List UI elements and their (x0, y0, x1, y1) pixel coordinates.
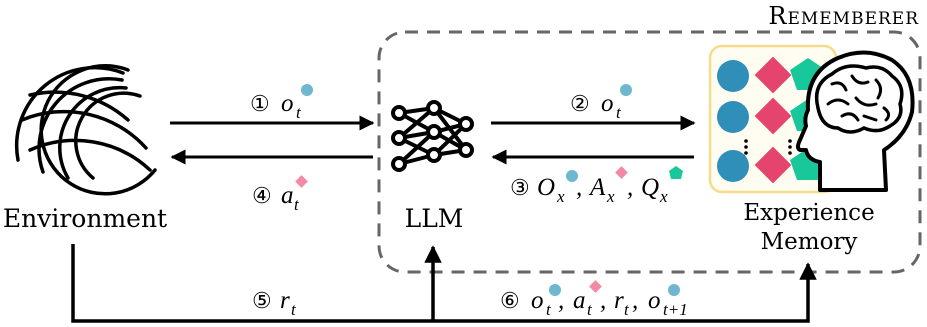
separator: , (627, 174, 633, 201)
separator: , (558, 287, 564, 314)
label-subscript: x (659, 187, 668, 206)
label-subscript: t (294, 195, 300, 214)
label-subscript: x (606, 187, 615, 206)
label-subscript: t (616, 103, 622, 122)
label-subscript: t (624, 300, 630, 319)
memory-label-line1: Experience (743, 200, 874, 226)
feedback-path (71, 244, 817, 323)
edge-label-4: ④ a t (252, 175, 308, 214)
label-symbol: O (537, 174, 555, 201)
edge-label-6: ⑥ o t , a t , r t , o t+1 (500, 280, 688, 319)
action-marker (754, 146, 792, 184)
label-subscript: x (556, 187, 565, 206)
separator: , (600, 287, 606, 314)
label-subscript: t (291, 300, 297, 319)
edge-label-5: ⑤ r t (252, 287, 297, 319)
observation-marker (717, 60, 749, 92)
label-symbol: o (531, 287, 544, 314)
step-number: ③ (510, 176, 530, 201)
step-number: ⑤ (252, 289, 272, 314)
step-number: ② (570, 92, 590, 117)
separator: , (576, 174, 582, 201)
action-dot (615, 166, 628, 179)
globe-icon (14, 64, 157, 196)
label-subscript: t (587, 300, 593, 319)
label-symbol: Q (641, 174, 659, 201)
label-subscript: t+1 (663, 300, 688, 319)
brain-head-icon (796, 50, 915, 192)
q-value-dot (669, 166, 683, 179)
label-symbol: r (614, 287, 624, 314)
environment-label: Environment (3, 204, 167, 233)
neural-network-icon (391, 100, 474, 172)
observation-dot (301, 84, 313, 96)
action-marker (754, 97, 792, 135)
label-subscript: t (296, 103, 302, 122)
action-dot (295, 175, 308, 188)
separator: , (632, 287, 638, 314)
memory-ellipsis (744, 139, 792, 155)
label-subscript: t (546, 300, 552, 319)
edge-label-2: ② o t (570, 84, 632, 122)
observation-dot (620, 84, 632, 96)
rememberer-frame (377, 30, 922, 274)
llm-label: LLM (405, 204, 464, 233)
label-symbol: a (281, 182, 294, 209)
observation-marker (717, 101, 749, 133)
edge-label-1: ① o t (250, 84, 313, 122)
observation-dot (668, 284, 680, 296)
label-symbol: A (588, 174, 606, 201)
step-number: ① (250, 92, 270, 117)
memory-label-line2: Memory (761, 229, 858, 255)
step-number: ④ (252, 184, 272, 209)
step-number: ⑥ (500, 289, 520, 314)
action-marker (754, 56, 792, 94)
label-symbol: o (281, 90, 294, 117)
edge-label-3: ③ O x , A x , Q x (510, 166, 683, 206)
rememberer-title: Rememberer (768, 2, 919, 30)
observation-marker (717, 150, 749, 182)
label-symbol: o (601, 90, 614, 117)
label-symbol: a (573, 287, 586, 314)
label-symbol: r (280, 287, 290, 314)
observation-dot (549, 284, 561, 296)
observation-dot (566, 170, 578, 182)
label-symbol: o (648, 287, 661, 314)
